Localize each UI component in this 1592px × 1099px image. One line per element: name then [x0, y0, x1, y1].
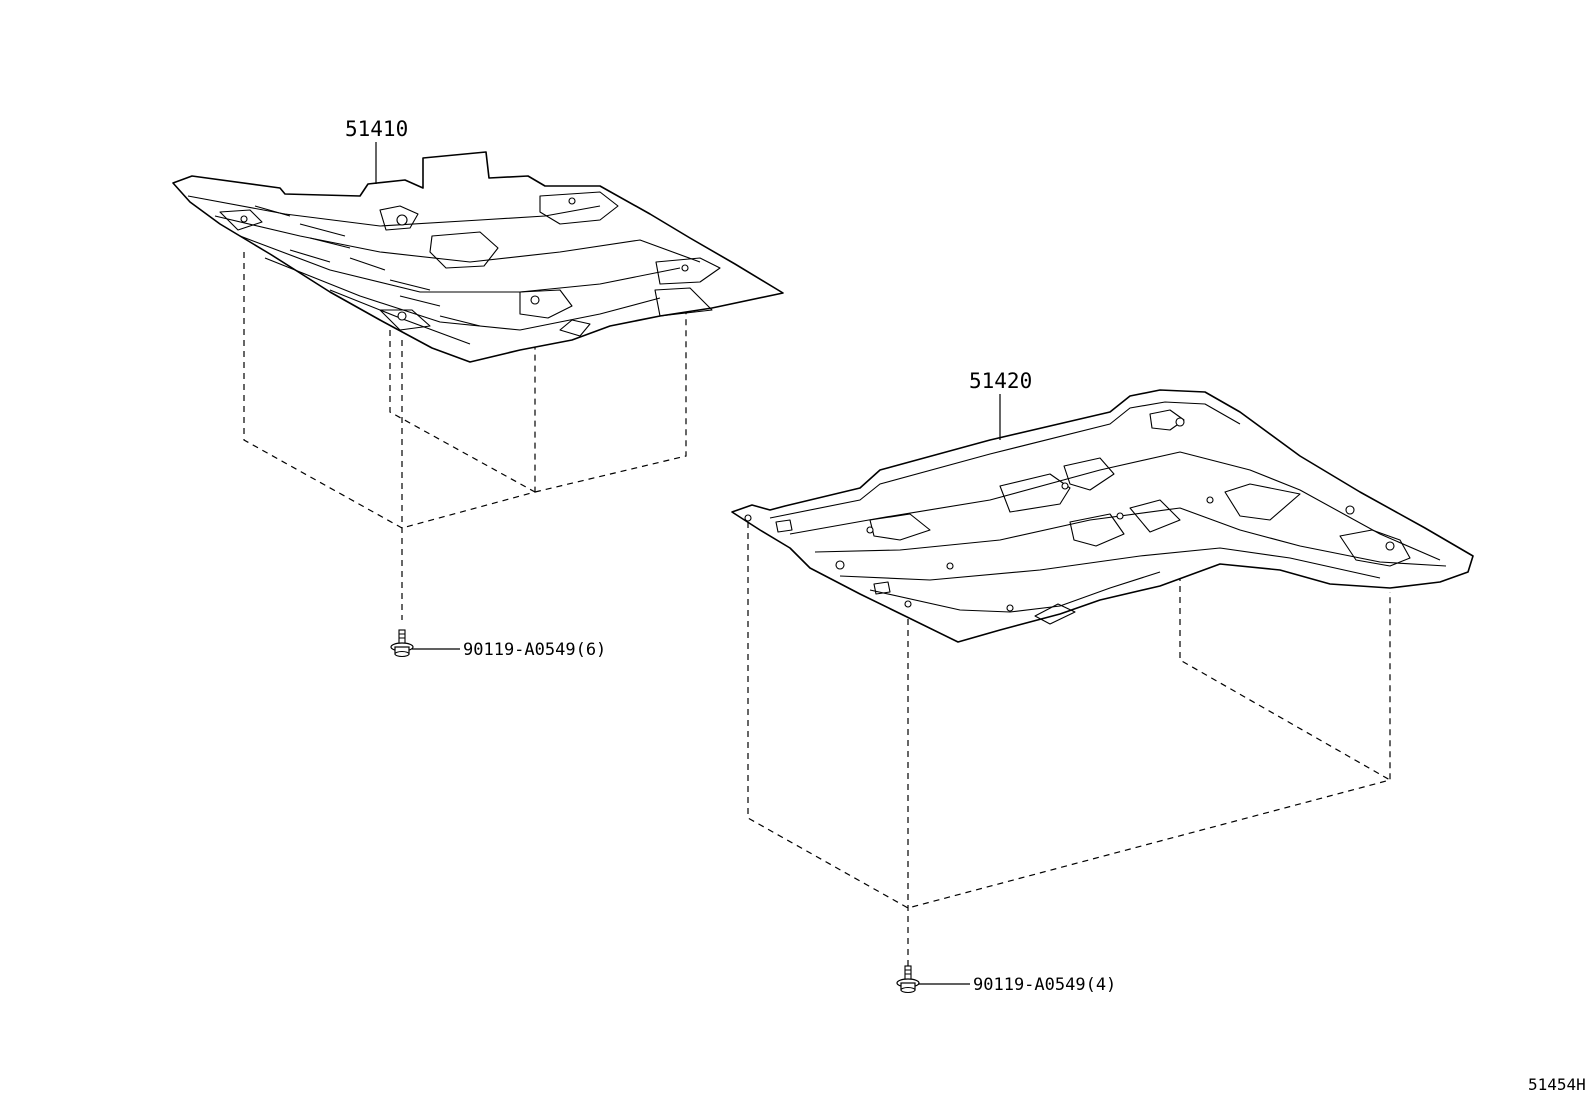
lower-bolt[interactable]: 90119-A0549(4) — [896, 965, 1116, 995]
lower-cover-dashed-projection — [747, 432, 1391, 980]
lower-cover-details — [769, 401, 1447, 625]
diagram-code: 51454H — [1528, 1075, 1586, 1094]
lower-bolt-part-number: 90119-A0549(4) — [973, 975, 1116, 995]
upper-cover-outline — [172, 151, 784, 363]
engine-under-cover-lower[interactable] — [731, 389, 1474, 980]
bolt-icon — [896, 965, 920, 993]
upper-cover-part-number[interactable]: 51410 — [345, 117, 408, 141]
upper-cover-details — [187, 191, 721, 345]
bolt-icon — [390, 629, 414, 657]
upper-bolt-part-number: 90119-A0549(6) — [463, 640, 606, 660]
lower-cover-part-number[interactable]: 51420 — [969, 369, 1032, 393]
engine-under-cover-upper[interactable] — [172, 151, 784, 620]
upper-bolt[interactable]: 90119-A0549(6) — [390, 629, 606, 660]
